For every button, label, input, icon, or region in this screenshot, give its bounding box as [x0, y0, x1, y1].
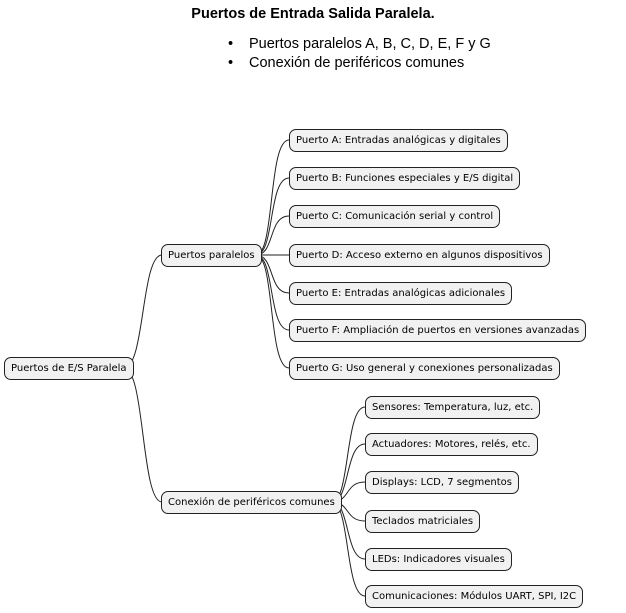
- summary-bullets: •Puertos paralelos A, B, C, D, E, F y G …: [228, 35, 491, 73]
- connector-line: [255, 254, 290, 369]
- leaf-node-puerto-c: Puerto C: Comunicación serial y control: [289, 205, 501, 228]
- leaf-node-sensores: Sensores: Temperatura, luz, etc.: [365, 396, 541, 419]
- leaf-node-puerto-g: Puerto G: Uso general y conexiones perso…: [289, 357, 560, 380]
- leaf-node-actuadores: Actuadores: Motores, relés, etc.: [365, 433, 538, 456]
- connector-line: [331, 406, 366, 503]
- leaf-node-comunicaciones: Comunicaciones: Módulos UART, SPI, I2C: [365, 585, 584, 608]
- connector-line: [123, 254, 163, 369]
- bullet-item: • Conexión de periféricos comunes: [228, 54, 491, 73]
- connector-line: [255, 139, 290, 256]
- leaf-node-teclados: Teclados matriciales: [365, 510, 481, 533]
- leaf-node-puerto-d: Puerto D: Acceso externo en algunos disp…: [289, 244, 550, 267]
- bullet-text: Puertos paralelos A, B, C, D, E, F y G: [249, 36, 491, 52]
- root-node: Puertos de E/S Paralela: [4, 357, 134, 380]
- diagram-title: Puertos de Entrada Salida Paralela.: [191, 6, 435, 22]
- branch-node-perifericos: Conexión de periféricos comunes: [161, 491, 342, 514]
- leaf-node-puerto-b: Puerto B: Funciones especiales y E/S dig…: [289, 167, 521, 190]
- bullet-dot-icon: •: [228, 36, 234, 52]
- connector-line: [331, 501, 366, 597]
- leaf-node-puerto-f: Puerto F: Ampliación de puertos en versi…: [289, 319, 587, 342]
- bullet-text: Conexión de periféricos comunes: [249, 55, 465, 71]
- leaf-node-puerto-e: Puerto E: Entradas analógicas adicionale…: [289, 282, 513, 305]
- connector-line: [123, 367, 163, 503]
- bullet-item: • Puertos paralelos A, B, C, D, E, F y G: [228, 35, 491, 54]
- bullet-dot-icon: •: [228, 55, 234, 71]
- branch-node-puertos-paralelos: Puertos paralelos: [161, 244, 262, 267]
- leaf-node-puerto-a: Puerto A: Entradas analógicas y digitale…: [289, 129, 508, 152]
- leaf-node-leds: LEDs: Indicadores visuales: [365, 548, 512, 571]
- leaf-node-displays: Displays: LCD, 7 segmentos: [365, 471, 519, 494]
